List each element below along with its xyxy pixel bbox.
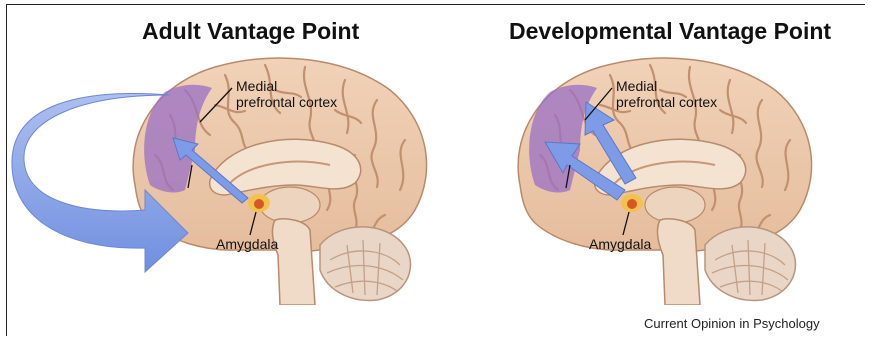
pfc-label-left-line1: Medial [236, 78, 337, 94]
pfc-label-left-line2: prefrontal cortex [236, 94, 337, 110]
pfc-label-right-line2: prefrontal cortex [616, 94, 717, 110]
amygdala-left-marker [248, 194, 270, 212]
amygdala-label-right: Amygdala [589, 236, 651, 252]
pfc-label-right: Medial prefrontal cortex [616, 78, 717, 110]
pfc-label-right-line1: Medial [616, 78, 717, 94]
pfc-label-left: Medial prefrontal cortex [236, 78, 337, 110]
amygdala-right-marker [621, 194, 643, 212]
panel-title-developmental: Developmental Vantage Point [509, 18, 831, 45]
panel-title-adult: Adult Vantage Point [142, 18, 359, 45]
amygdala-label-left: Amygdala [216, 236, 278, 252]
journal-credit: Current Opinion in Psychology [644, 316, 820, 331]
